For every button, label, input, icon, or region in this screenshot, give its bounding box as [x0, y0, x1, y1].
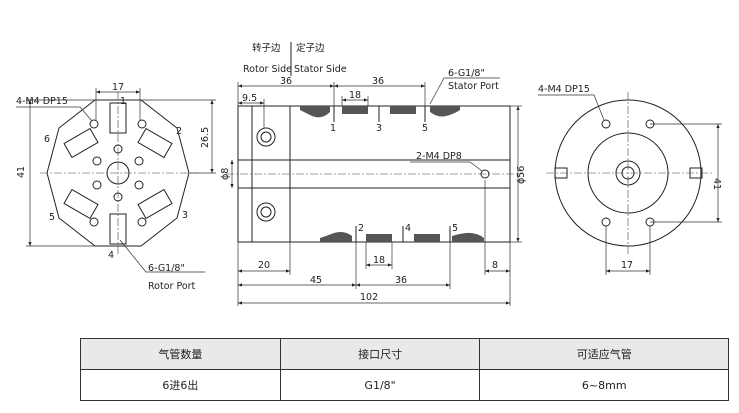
front-port-6: 6: [44, 134, 50, 145]
front-dim-26-5: 26.5: [200, 127, 211, 148]
legend-stator-en: Stator Side: [294, 64, 347, 75]
header-tube-count: 气管数量: [80, 338, 281, 370]
side-bottom-port-5: 5: [452, 223, 458, 234]
rear-view: 4-M4 DP15 41 17: [538, 84, 722, 275]
side-dim-phi8: ϕ8: [220, 168, 231, 180]
side-bottom-port-2: 2: [358, 223, 364, 234]
cell-tube-count: 6进6出: [80, 369, 281, 401]
cell-compatible-tube: 6~8mm: [479, 369, 729, 401]
front-port-callout-en: Rotor Port: [148, 281, 196, 292]
side-top-port-5: 5: [422, 123, 428, 134]
front-port-4: 4: [108, 250, 114, 261]
rear-dim-17: 17: [621, 260, 633, 271]
side-stator-callout-en: Stator Port: [448, 81, 499, 92]
front-octagon-outline: [46, 99, 190, 247]
legend-rotor-en: Rotor Side: [243, 64, 292, 75]
front-port-3: 3: [182, 210, 188, 221]
technical-drawing: 17 41 26.5 4-M4 DP15 1 2 3 4 5 6 6-G1/8"…: [16, 42, 722, 306]
side-view: 1 3 5 2 4 5 36 36 9.5 18 6-G1/8" Stator …: [220, 68, 527, 306]
front-dim-17: 17: [112, 82, 124, 93]
front-dim-41: 41: [16, 166, 27, 178]
legend-stator-cn: 定子边: [296, 42, 325, 54]
side-dim-18-bottom: 18: [373, 255, 385, 266]
front-hole-callout: 4-M4 DP15: [16, 96, 68, 107]
side-top-port-3: 3: [376, 123, 382, 134]
side-dim-18-top: 18: [349, 90, 361, 101]
front-port-5: 5: [49, 212, 55, 223]
side-dim-9-5: 9.5: [242, 93, 257, 104]
table-row: 6进6出 G1/8" 6~8mm: [80, 369, 729, 401]
side-dim-45: 45: [310, 275, 322, 286]
side-m4-callout: 2-M4 DP8: [416, 151, 462, 162]
header-interface-size: 接口尺寸: [279, 338, 481, 370]
side-bottom-port-4: 4: [405, 223, 411, 234]
front-port-callout: 6-G1/8": [148, 263, 185, 274]
side-dim-36-left: 36: [280, 76, 292, 87]
spec-table: 气管数量 接口尺寸 可适应气管 6进6出 G1/8" 6~8mm: [80, 338, 729, 401]
side-legend: 转子边 定子边 Rotor Side Stator Side: [243, 42, 347, 76]
side-top-port-1: 1: [330, 123, 336, 134]
header-compatible-tube: 可适应气管: [479, 338, 729, 370]
side-dim-8: 8: [492, 260, 498, 271]
legend-rotor-cn: 转子边: [252, 42, 281, 54]
side-dim-20: 20: [258, 260, 270, 271]
side-dim-phi56: ϕ56: [516, 166, 527, 184]
front-port-slots: [63, 102, 173, 245]
side-dim-36-right: 36: [372, 76, 384, 87]
side-dim-102: 102: [360, 292, 378, 303]
front-port-1: 1: [120, 96, 126, 107]
front-view: 17 41 26.5 4-M4 DP15 1 2 3 4 5 6 6-G1/8"…: [16, 82, 216, 292]
rear-dim-41: 41: [711, 178, 722, 190]
side-dim-36-bottom: 36: [395, 275, 407, 286]
front-port-2: 2: [176, 126, 182, 137]
spec-table-header-row: 气管数量 接口尺寸 可适应气管: [80, 338, 729, 370]
rear-hole-callout: 4-M4 DP15: [538, 84, 590, 95]
cell-interface-size: G1/8": [279, 369, 481, 401]
side-stator-callout: 6-G1/8": [448, 68, 485, 79]
